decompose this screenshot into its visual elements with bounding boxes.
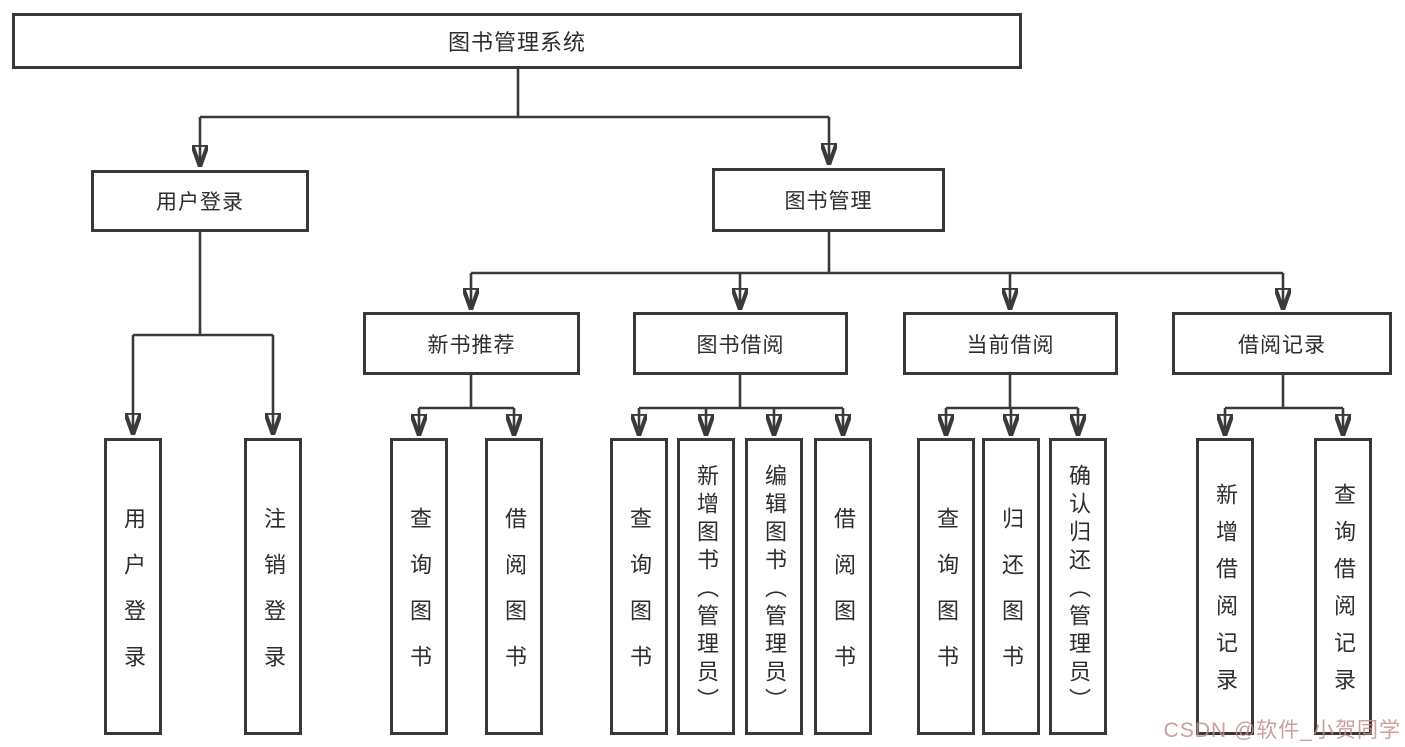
leaf-label: 注销登录 bbox=[261, 506, 286, 691]
leaf-edit-books-admin: 编辑图书（管理员） bbox=[745, 438, 803, 735]
leaf-label: 新增借阅记录 bbox=[1213, 483, 1238, 705]
leaf-label: 查询图书 bbox=[934, 506, 959, 691]
leaf-query-books: 查询图书 bbox=[610, 438, 668, 735]
leaf-query-borrow-record: 查询借阅记录 bbox=[1314, 438, 1372, 735]
leaf-add-books-admin: 新增图书（管理员） bbox=[677, 438, 735, 735]
leaf-borrow-books: 借阅图书 bbox=[485, 438, 543, 735]
node-user-login: 用户登录 bbox=[91, 170, 309, 232]
leaf-label: 借阅图书 bbox=[831, 506, 856, 691]
leaf-label: 用户登录 bbox=[121, 506, 146, 691]
leaf-return-books: 归还图书 bbox=[982, 438, 1040, 735]
leaf-label: 归还图书 bbox=[999, 506, 1024, 691]
leaf-label: 借阅图书 bbox=[502, 506, 527, 691]
leaf-query-books: 查询图书 bbox=[390, 438, 448, 735]
leaf-label: 查询借阅记录 bbox=[1331, 483, 1356, 705]
leaf-label: 新增图书（管理员） bbox=[694, 463, 719, 716]
leaf-borrow-books: 借阅图书 bbox=[814, 438, 872, 735]
leaf-add-borrow-record: 新增借阅记录 bbox=[1196, 438, 1254, 735]
leaf-user-login: 用户登录 bbox=[104, 438, 162, 735]
node-new-book-recommend: 新书推荐 bbox=[363, 312, 580, 375]
leaf-label: 查询图书 bbox=[407, 506, 432, 691]
leaf-label: 编辑图书（管理员） bbox=[762, 463, 787, 716]
csdn-watermark: CSDN @软件_小贺同学 bbox=[1163, 719, 1401, 742]
leaf-label: 查询图书 bbox=[627, 506, 652, 691]
leaf-label: 确认归还（管理员） bbox=[1066, 463, 1091, 716]
node-current-borrow: 当前借阅 bbox=[903, 312, 1118, 375]
node-book-borrow: 图书借阅 bbox=[633, 312, 848, 375]
leaf-query-books: 查询图书 bbox=[917, 438, 975, 735]
leaf-confirm-return-admin: 确认归还（管理员） bbox=[1049, 438, 1107, 735]
node-book-management: 图书管理 bbox=[712, 168, 945, 232]
node-library-management-system: 图书管理系统 bbox=[12, 13, 1022, 69]
leaf-logout: 注销登录 bbox=[244, 438, 302, 735]
node-borrow-records: 借阅记录 bbox=[1172, 312, 1392, 375]
